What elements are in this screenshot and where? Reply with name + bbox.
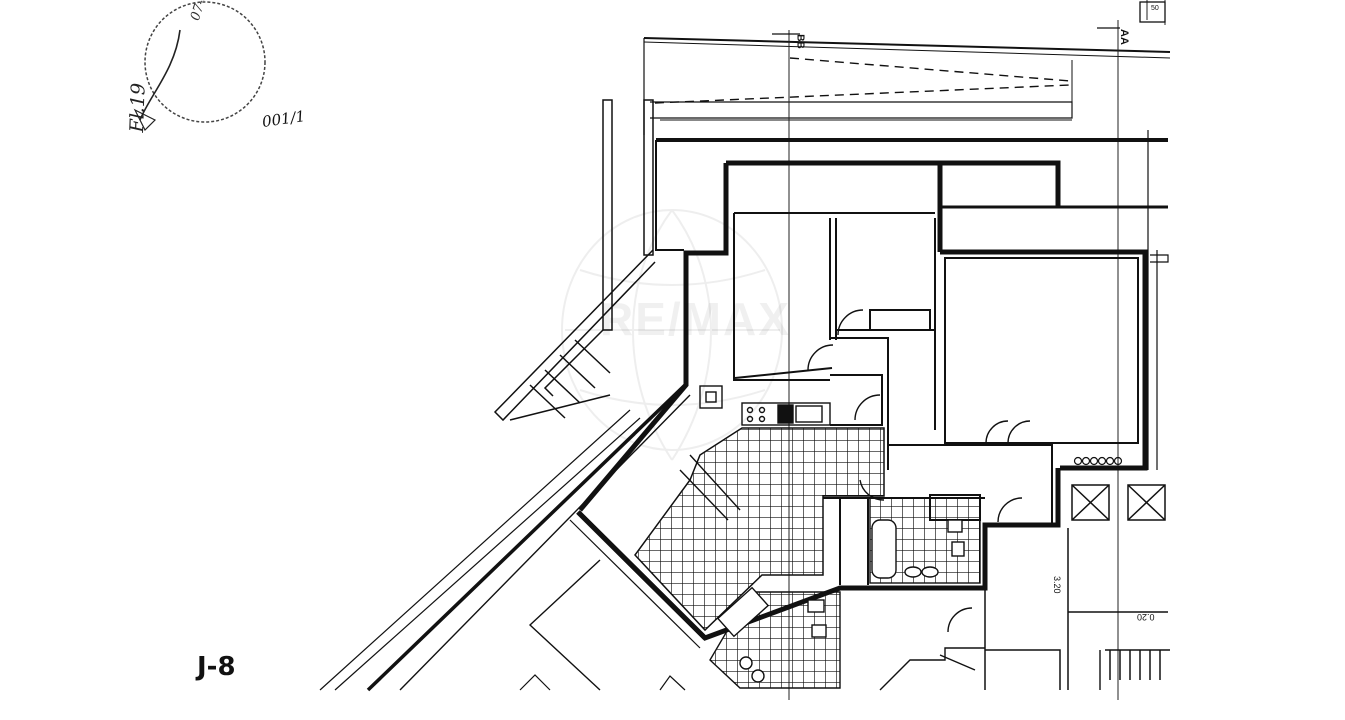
section-marker-a: AA	[1117, 29, 1130, 45]
diagonal-walls	[319, 383, 741, 692]
corner-mark: 50	[1151, 5, 1159, 12]
approval-stamp-icon	[133, 1, 266, 132]
door-swings	[807, 309, 1031, 633]
elevator-shafts	[984, 484, 1170, 690]
bathroom-secondary	[709, 586, 841, 689]
lower-right-rooms	[879, 647, 1101, 691]
balcony-structure	[493, 99, 656, 422]
roof-overhang	[643, 37, 1171, 135]
bathroom-main	[869, 497, 981, 584]
grid-axis-lines	[788, 0, 1166, 700]
sheet-code: J-8	[197, 652, 236, 682]
kitchen-counter	[699, 385, 831, 426]
interior-walls	[733, 212, 1139, 585]
section-marker-b: BB	[794, 34, 806, 49]
right-structure	[1142, 130, 1169, 470]
tiled-kitchen-floor	[634, 427, 885, 632]
dimension-horizontal: 0.20	[1137, 612, 1155, 622]
dimension-vertical: 3.20	[1052, 576, 1062, 594]
stamp-signature: Fl.19	[126, 82, 150, 133]
remax-watermark: RE/MAX	[600, 293, 791, 345]
radiator	[1073, 456, 1123, 466]
section-marker-icons	[772, 1, 1166, 35]
